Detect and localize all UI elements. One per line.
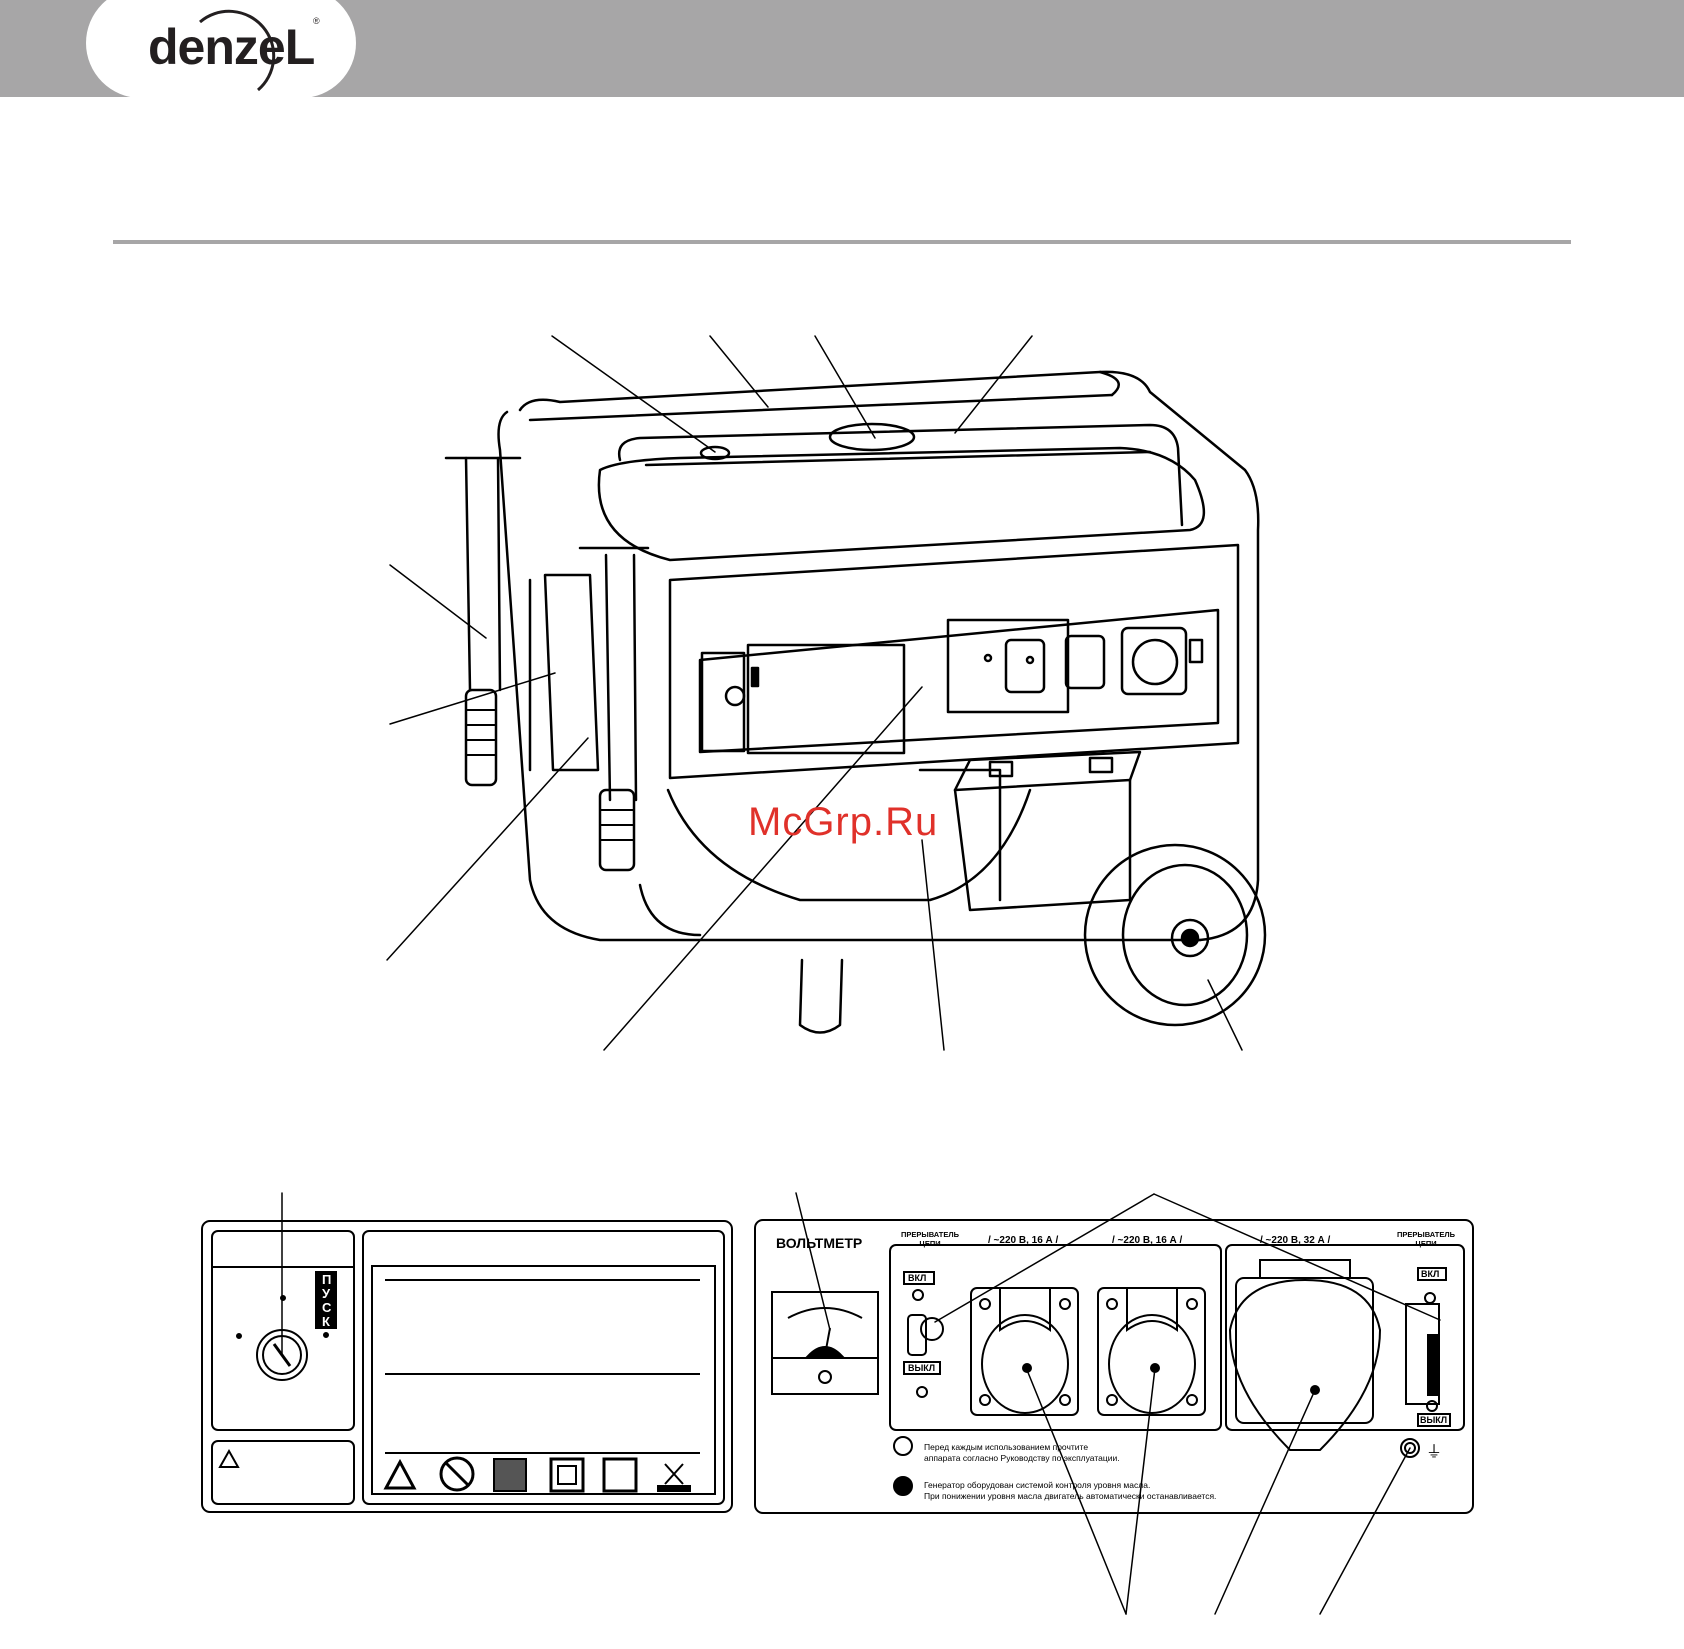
notice1-line2: аппарата согласно Руководству по эксплуа… [924,1453,1120,1463]
socket2-label: / ~220 В, 16 А / [1112,1235,1183,1246]
notice1-line1: Перед каждым использованием прочтите [924,1442,1089,1452]
voltmeter-label: ВОЛЬТМЕТР [776,1235,863,1251]
callout-lines-upper [386,335,1243,1051]
section-divider [113,240,1571,244]
notice2-line2: При понижении уровня масла двигатель авт… [924,1491,1217,1501]
watermark: McGrp.Ru [748,800,939,844]
socket1-label: / ~220 В, 16 А / [988,1235,1059,1246]
ground-icon: ⏚ [1426,1444,1443,1461]
registered-mark: ® [313,16,320,26]
off-label-right: ВЫКЛ [1420,1415,1448,1425]
brand-logo: denzeL [148,19,315,75]
logo-badge [86,0,356,98]
notice2-line1: Генератор оборудован системой контроля у… [924,1480,1151,1490]
on-label-left: ВКЛ [908,1273,927,1283]
on-label-right: ВКЛ [1421,1269,1440,1279]
off-label-left: ВЫКЛ [908,1363,936,1373]
socket3-label: / ~220 В, 32 А / [1260,1235,1331,1246]
start-label: П У С К [322,1272,332,1329]
logo-swoosh-icon [199,9,276,92]
breaker-left-label: ПРЕРЫВАТЕЛЬ ЦЕПИ [900,1230,960,1248]
breaker-right-label: ПРЕРЫВАТЕЛЬ ЦЕПИ [1396,1230,1456,1248]
